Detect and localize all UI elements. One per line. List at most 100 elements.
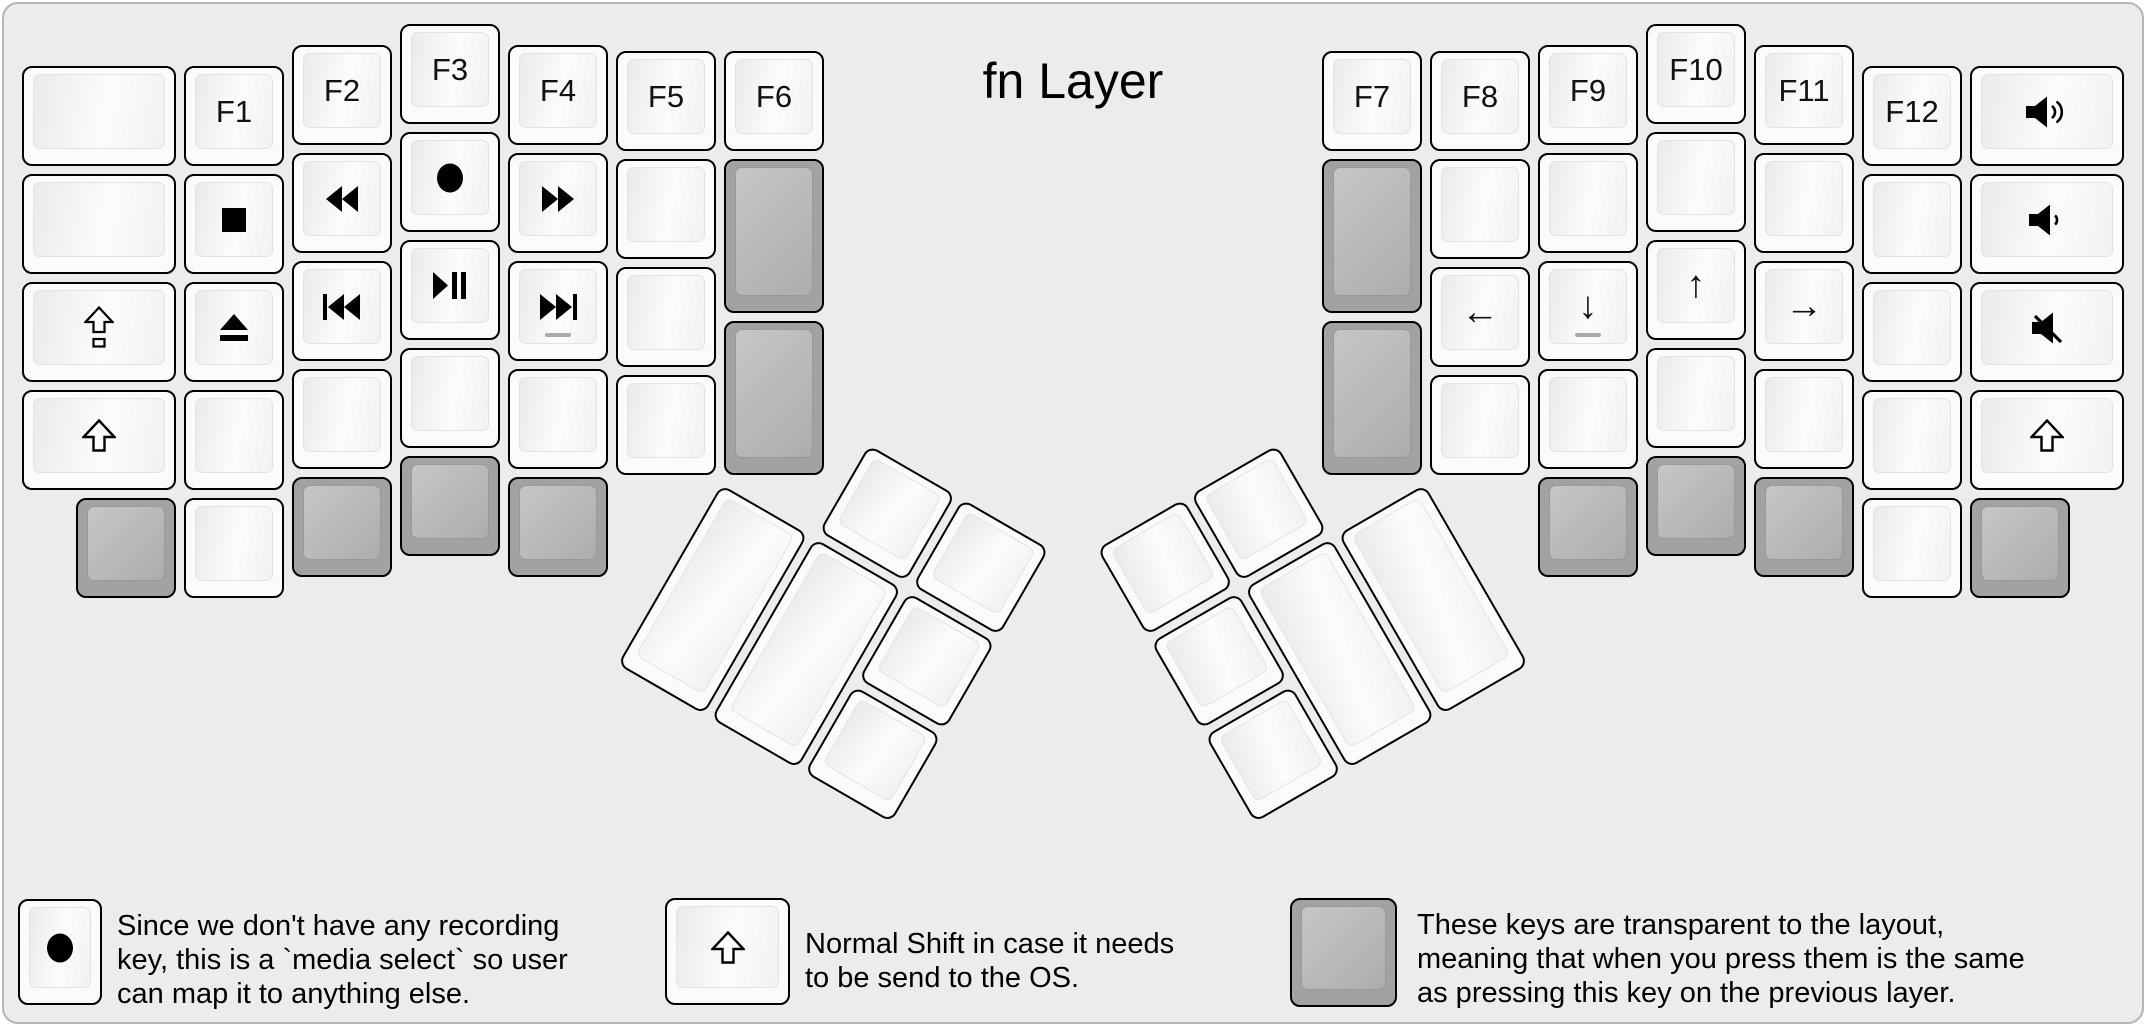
keycap-surface: [1657, 464, 1735, 539]
keycap-surface: [837, 457, 943, 562]
key-transparent[interactable]: [724, 159, 824, 313]
keycap-surface: [303, 377, 381, 452]
key-blank[interactable]: [1538, 153, 1638, 253]
key-f2[interactable]: F2: [292, 45, 392, 145]
keycap-surface: F2: [303, 53, 381, 128]
key-arrow-down[interactable]: ↓: [1538, 261, 1638, 361]
key-blank[interactable]: [1430, 159, 1530, 259]
keycap-surface: F12: [1873, 74, 1951, 149]
key-f6[interactable]: F6: [724, 51, 824, 151]
key-f5[interactable]: F5: [616, 51, 716, 151]
keycap-surface: [930, 511, 1036, 616]
key-blank[interactable]: [22, 66, 176, 166]
key-arrow-left[interactable]: ←: [1430, 267, 1530, 367]
key-legend-shift[interactable]: [665, 898, 790, 1005]
key-shift-left[interactable]: [22, 390, 176, 490]
key-blank[interactable]: [1538, 369, 1638, 469]
key-caps-lock[interactable]: [22, 282, 176, 382]
key-transparent[interactable]: [292, 477, 392, 577]
key-blank[interactable]: [1646, 348, 1746, 448]
key-volume-up[interactable]: [1970, 66, 2124, 166]
keycap-surface: [1110, 511, 1216, 616]
key-media-stop[interactable]: [184, 174, 284, 274]
key-transparent[interactable]: [1322, 321, 1422, 475]
shift-icon: [710, 930, 745, 964]
key-media-select-record[interactable]: [400, 132, 500, 232]
key-media-fast-forward[interactable]: [508, 153, 608, 253]
key-transparent[interactable]: [724, 321, 824, 475]
key-transparent[interactable]: [1322, 159, 1422, 313]
key-arrow-right[interactable]: →: [1754, 261, 1854, 361]
key-blank[interactable]: [1430, 375, 1530, 475]
key-blank[interactable]: [1862, 174, 1962, 274]
key-blank[interactable]: [184, 498, 284, 598]
keycap-surface: [1203, 457, 1309, 562]
key-media-eject[interactable]: [184, 282, 284, 382]
keycap-surface: [627, 383, 705, 458]
key-volume-down[interactable]: [1970, 174, 2124, 274]
keycap-surface: [1657, 356, 1735, 431]
key-blank[interactable]: [616, 267, 716, 367]
key-mute[interactable]: [1970, 282, 2124, 382]
keycap-surface: [1873, 398, 1951, 473]
key-media-rewind[interactable]: [292, 153, 392, 253]
key-f12[interactable]: F12: [1862, 66, 1962, 166]
key-media-next-track[interactable]: [508, 261, 608, 361]
key-transparent[interactable]: [1970, 498, 2070, 598]
key-blank[interactable]: [292, 369, 392, 469]
legend-text: These keys are transparent to the layout…: [1417, 909, 2025, 1009]
keycap-surface: [1981, 290, 2113, 365]
key-label: F6: [755, 78, 793, 114]
key-blank[interactable]: [1862, 390, 1962, 490]
key-label: F4: [539, 72, 577, 108]
key-label: ↑: [1686, 264, 1706, 306]
keycap-surface: F5: [627, 59, 705, 134]
keycap-surface: [411, 356, 489, 431]
key-f11[interactable]: F11: [1754, 45, 1854, 145]
keycap-surface: [876, 604, 982, 709]
keycap-surface: [33, 74, 165, 149]
key-blank[interactable]: [616, 159, 716, 259]
keycap-surface: [1981, 398, 2113, 473]
keycap-surface: F7: [1333, 59, 1411, 134]
key-blank[interactable]: [1862, 498, 1962, 598]
keycap-surface: [411, 248, 489, 323]
key-blank[interactable]: [184, 390, 284, 490]
key-shift-right[interactable]: [1970, 390, 2124, 490]
key-transparent[interactable]: [400, 456, 500, 556]
key-transparent[interactable]: [1754, 477, 1854, 577]
key-transparent[interactable]: [76, 498, 176, 598]
key-blank[interactable]: [400, 348, 500, 448]
key-f7[interactable]: F7: [1322, 51, 1422, 151]
key-legend-transparent[interactable]: [1290, 898, 1397, 1007]
key-blank[interactable]: [1754, 369, 1854, 469]
key-f3[interactable]: F3: [400, 24, 500, 124]
key-blank[interactable]: [1862, 282, 1962, 382]
key-f9[interactable]: F9: [1538, 45, 1638, 145]
key-transparent[interactable]: [508, 477, 608, 577]
eject-icon: [220, 314, 248, 341]
key-blank[interactable]: [616, 375, 716, 475]
key-f8[interactable]: F8: [1430, 51, 1530, 151]
key-transparent[interactable]: [1538, 477, 1638, 577]
key-transparent[interactable]: [1646, 456, 1746, 556]
key-f1[interactable]: F1: [184, 66, 284, 166]
keycap-surface: [29, 907, 91, 988]
key-media-prev-track[interactable]: [292, 261, 392, 361]
key-blank[interactable]: [508, 369, 608, 469]
key-blank[interactable]: [22, 174, 176, 274]
key-label: ←: [1461, 291, 1499, 333]
key-f4[interactable]: F4: [508, 45, 608, 145]
key-blank[interactable]: [1754, 153, 1854, 253]
key-label: F11: [1778, 72, 1830, 108]
key-media-play-pause[interactable]: [400, 240, 500, 340]
keycap-surface: [1333, 167, 1411, 296]
key-f10[interactable]: F10: [1646, 24, 1746, 124]
stop-icon: [221, 207, 247, 233]
key-legend-media-select[interactable]: [18, 899, 102, 1005]
key-arrow-up[interactable]: ↑: [1646, 240, 1746, 340]
key-blank[interactable]: [1646, 132, 1746, 232]
keycap-surface: [411, 464, 489, 539]
keycap-surface: [676, 906, 779, 988]
